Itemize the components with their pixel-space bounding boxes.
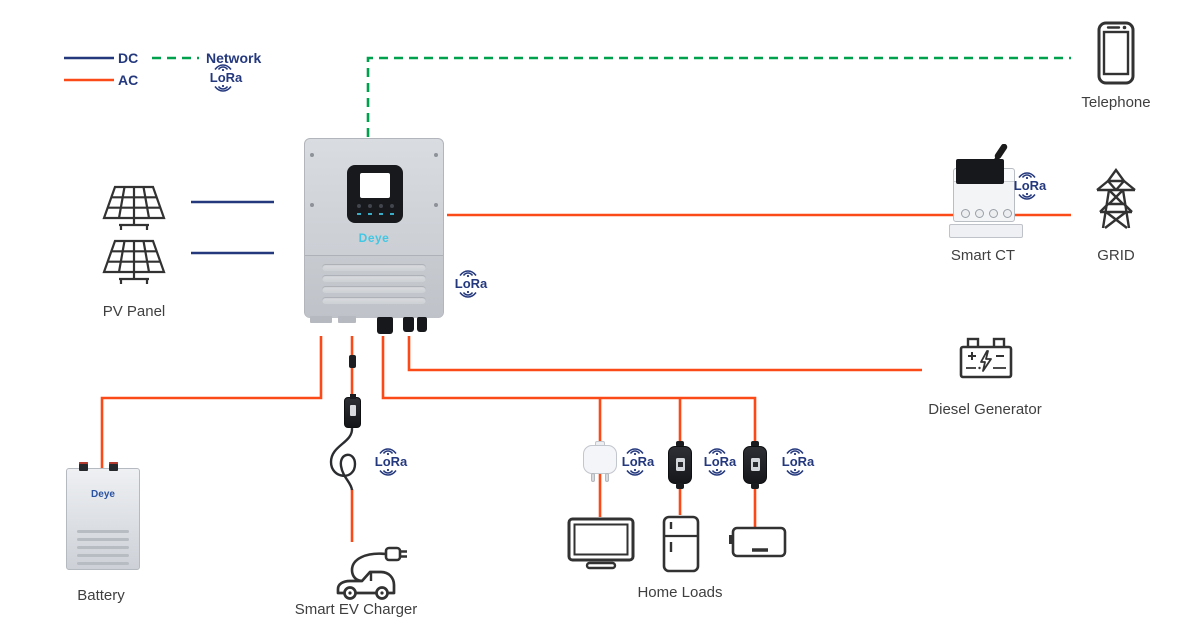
module-body [668,446,692,484]
pv-panel-label: PV Panel [102,303,166,320]
smart-ct-screen [956,159,1004,184]
ac-line-inverter-battery [100,336,323,468]
battery-vents [67,525,139,565]
module-stub [751,441,759,447]
pv-panel-icon [102,185,166,230]
lora-waves-top-icon [785,448,804,455]
inverter-brand-logo: Deye [358,231,390,245]
telephone-icon [1097,21,1135,85]
inverter-screen [360,173,390,198]
screw-icon [310,153,314,157]
smart-ct-base [949,224,1023,238]
battery-brand-logo: Deye [91,489,115,500]
inverter-mount-tab [310,316,332,323]
lora-text: LoRa [454,276,488,291]
ev-lora-badge: LoRa [369,446,413,478]
network-line-inverter-telephone [366,56,1071,137]
plug-lora-badge: LoRa [616,446,660,478]
grid-label: GRID [1097,247,1135,264]
smart-ct [949,144,1023,240]
ev-charger-control-box [344,394,361,428]
module1-lora-badge: LoRa [698,446,742,478]
inverter-lora-badge: LoRa [449,268,493,300]
vent-slot [322,297,426,304]
module-stub [751,483,759,489]
legend-network-label: Network [206,50,262,66]
module-screen [751,458,760,471]
lora-text: LoRa [703,454,737,469]
ev-cable-connector [349,355,356,368]
lora-waves-bottom-icon [625,469,644,476]
smart-load-module [743,441,767,489]
lora-waves-bottom-icon [707,469,726,476]
legend-lora-badge: LoRa [204,62,248,94]
lora-text: LoRa [209,70,243,85]
smart-plug-pin [591,473,595,482]
lora-waves-bottom-icon [785,469,804,476]
vent-slot [322,286,426,293]
lora-waves-top-icon [625,448,644,455]
heater-appliance-icon [729,526,787,558]
ac-line-diesel-generator [407,336,922,372]
lora-text: LoRa [1013,178,1047,193]
ev-coiled-cable [329,427,357,491]
lora-waves-top-icon [458,270,477,277]
smart-load-module [668,441,692,489]
module-screen [676,458,685,471]
fridge-icon [662,515,700,573]
lora-waves-top-icon [213,64,232,71]
smart-ct-label: Smart CT [950,247,1016,264]
inverter-display [347,165,403,223]
module-stub [676,441,684,447]
vent-slot [322,275,426,282]
lora-text: LoRa [781,454,815,469]
smart-ct-buttons [961,209,1012,218]
module2-lora-badge: LoRa [776,446,820,478]
diesel-generator-icon [959,337,1013,379]
lora-waves-bottom-icon [378,469,397,476]
lora-waves-top-icon [1017,172,1036,179]
vent-slot [322,264,426,271]
inverter-connector [377,317,393,334]
lora-waves-top-icon [378,448,397,455]
tv-icon [567,517,635,570]
smart-plug-body [583,445,617,474]
diesel-generator-label: Diesel Generator [928,401,1042,418]
lora-waves-top-icon [707,448,726,455]
lora-waves-bottom-icon [213,85,232,92]
ac-line-home-loads [381,336,757,527]
ev-car-icon [336,546,407,600]
battery-terminal-icon [109,462,118,471]
inverter-buttons [347,204,403,208]
screw-icon [434,153,438,157]
screw-icon [310,203,314,207]
grid-tower-icon [1096,167,1136,229]
smart-ct-lora-badge: LoRa [1008,170,1052,202]
module-stub [676,483,684,489]
home-loads-label: Home Loads [637,584,723,601]
legend-dc-label: DC [118,50,139,66]
inverter-button-glyphs [347,213,403,215]
inverter-mount-tab [338,316,356,323]
inverter-vent-section [305,255,443,318]
legend-ac-label: AC [118,72,139,88]
telephone-label: Telephone [1081,94,1151,111]
lora-text: LoRa [374,454,408,469]
battery-terminal-icon [79,462,88,471]
lora-waves-bottom-icon [458,291,477,298]
ev-box-screen [350,405,356,416]
ev-charger-label: Smart EV Charger [294,601,418,618]
smart-plug-pin [605,473,609,482]
screw-icon [434,203,438,207]
battery-label: Battery [77,587,125,604]
inverter-connector [403,317,414,332]
lora-text: LoRa [621,454,655,469]
ev-box-stub [350,394,356,399]
pv-panel-icon [102,239,166,284]
battery: Deye [66,462,140,570]
inverter-connector [417,317,427,332]
smart-plug [583,441,617,483]
inverter: Deye [304,138,444,318]
lora-waves-bottom-icon [1017,193,1036,200]
